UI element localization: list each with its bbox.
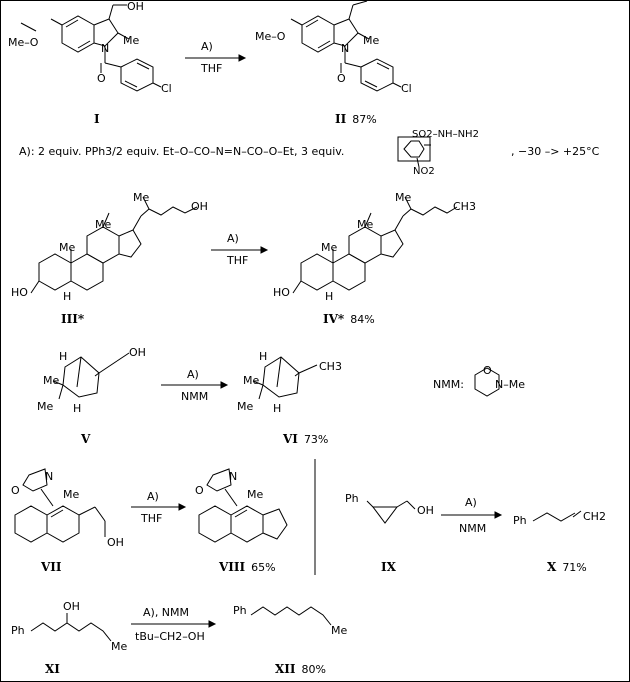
structure-XII <box>250 606 332 626</box>
label-methyl: Me <box>357 218 374 231</box>
label-methyl: Me <box>37 400 54 413</box>
label-methyl: Me <box>111 640 128 653</box>
structure-IV <box>292 196 458 294</box>
arrow-6-bottom: tBu–CH2–OH <box>135 630 205 643</box>
structure-VII <box>14 468 106 543</box>
label-methyl: Me <box>395 191 412 204</box>
label-methylene: CH2 <box>583 510 606 523</box>
label-methyl: Me <box>321 241 338 254</box>
label-chlorine: Cl <box>161 82 172 95</box>
reagent-sulfonyl-hydrazide: SO2–NH–NH2 <box>412 129 479 140</box>
label-methyl: Me <box>243 374 260 387</box>
label-methyl: Me <box>95 218 112 231</box>
structure-V <box>52 352 130 400</box>
structure-nmm-morpholine <box>474 367 500 397</box>
label-phenyl: Ph <box>233 604 247 617</box>
label-methyl: Me <box>331 624 348 637</box>
arrow-2-bottom: THF <box>227 254 249 267</box>
label-hydroxyl: OH <box>191 200 208 213</box>
structure-VI <box>252 356 318 400</box>
compound-label-I: I <box>94 112 100 126</box>
compound-label-VII: VII <box>41 560 62 574</box>
arrow-1-top: A) <box>201 40 213 53</box>
compound-label-IV: IV*84% <box>323 312 375 326</box>
compound-label-XI: XI <box>45 662 60 676</box>
label-methoxy: Me–O <box>8 36 39 49</box>
label-methyl: Me <box>43 374 60 387</box>
label-nitrogen: N <box>341 42 350 55</box>
label-methoxy: Me–O <box>255 30 286 43</box>
label-phenyl: Ph <box>513 514 527 527</box>
structure-XI <box>30 613 112 642</box>
label-nitrogen: N <box>101 42 110 55</box>
label-methyl-ch3: CH3 <box>453 200 476 213</box>
structure-X <box>532 510 582 522</box>
structure-I <box>20 4 162 92</box>
structure-IX <box>366 500 416 524</box>
label-chlorine: Cl <box>401 82 412 95</box>
label-phenyl: Ph <box>11 624 25 637</box>
label-methyl: Me <box>63 488 80 501</box>
label-hydroxyl: OH <box>63 600 80 613</box>
arrow-6-top: A), NMM <box>143 606 190 619</box>
arrow-4-top: A) <box>147 490 159 503</box>
arrow-5-bottom: NMM <box>459 522 487 535</box>
reaction-arrows <box>131 54 503 628</box>
label-methyl: Me <box>247 488 264 501</box>
label-hydrogen: H <box>325 290 334 303</box>
label-hydrogen: H <box>73 402 82 415</box>
structure-VIII <box>198 468 288 543</box>
label-oxygen: O <box>11 484 20 497</box>
label-hydroxyl: OH <box>417 504 434 517</box>
label-methyl: Me <box>237 400 254 413</box>
nmm-definition-label: NMM: <box>433 378 464 391</box>
label-methyl: Me <box>123 34 140 47</box>
reagent-nitro: NO2 <box>413 166 435 177</box>
arrow-3-top: A) <box>187 368 199 381</box>
label-methyl-ch3: CH3 <box>319 360 342 373</box>
compound-label-III: III* <box>61 312 85 326</box>
label-methyl: Me <box>59 241 76 254</box>
label-hydroxyl: OH <box>127 0 144 13</box>
label-hydroxyl-left: HO <box>11 286 28 299</box>
label-oxygen: O <box>195 484 204 497</box>
label-hydrogen: H <box>63 290 72 303</box>
arrow-2-top: A) <box>227 232 239 245</box>
label-oxygen: O <box>97 72 106 85</box>
nmm-n-methyl: N–Me <box>495 378 525 391</box>
label-nitrogen: N <box>229 470 238 483</box>
structure-reagent-nosyl-hydrazide <box>397 136 431 168</box>
arrow-5-top: A) <box>465 496 477 509</box>
arrow-1-bottom: THF <box>201 62 223 75</box>
label-hydroxyl: OH <box>129 346 146 359</box>
label-methyl: Me <box>133 191 150 204</box>
conditions-temperature: , −30 –> +25°C <box>511 145 600 158</box>
structure-II <box>290 1 402 92</box>
label-nitrogen: N <box>45 470 54 483</box>
conditions-text: A): 2 equiv. PPh3/2 equiv. Et–O–CO–N=N–C… <box>19 145 345 158</box>
label-oxygen: O <box>337 72 346 85</box>
label-phenyl: Ph <box>345 492 359 505</box>
label-hydrogen: H <box>259 350 268 363</box>
compound-label-IX: IX <box>381 560 396 574</box>
label-methyl: Me <box>363 34 380 47</box>
arrow-3-bottom: NMM <box>181 390 209 403</box>
label-hydroxyl-left: HO <box>273 286 290 299</box>
label-hydroxyl: OH <box>107 536 124 549</box>
label-hydrogen: H <box>59 350 68 363</box>
label-oxygen: O <box>483 364 492 377</box>
structure-III <box>30 196 198 294</box>
compound-label-V: V <box>81 432 91 446</box>
arrow-4-bottom: THF <box>141 512 163 525</box>
label-hydrogen: H <box>273 402 282 415</box>
